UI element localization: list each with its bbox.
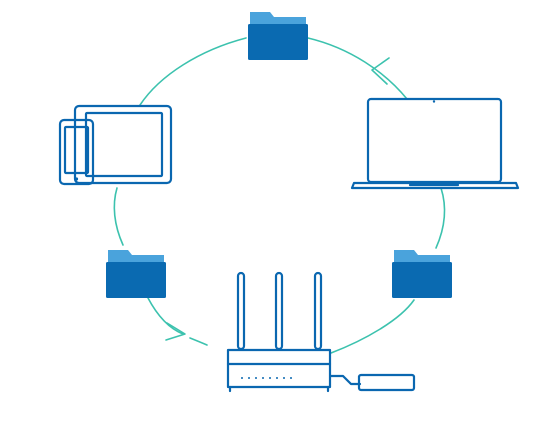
folder-icon	[248, 12, 308, 60]
arc-bottom-left	[189, 337, 208, 346]
cycle-connectors	[113, 37, 446, 354]
folder-icon	[106, 250, 166, 298]
router-icon	[226, 271, 332, 393]
arc-right	[435, 187, 446, 249]
arrow-head-bottom-left	[165, 322, 186, 341]
arc-left-lower	[147, 297, 184, 335]
arrow-heads	[165, 57, 390, 341]
arrow-head-top-right	[371, 57, 390, 85]
folder-icon	[392, 250, 452, 298]
tablet-phone-icon	[58, 104, 173, 186]
arc-top-left	[139, 37, 247, 106]
arc-left	[113, 187, 124, 246]
external-drive-icon	[329, 373, 416, 392]
arc-bottom-right	[330, 299, 415, 354]
arc-top-right	[307, 37, 408, 100]
laptop-icon	[350, 97, 520, 190]
